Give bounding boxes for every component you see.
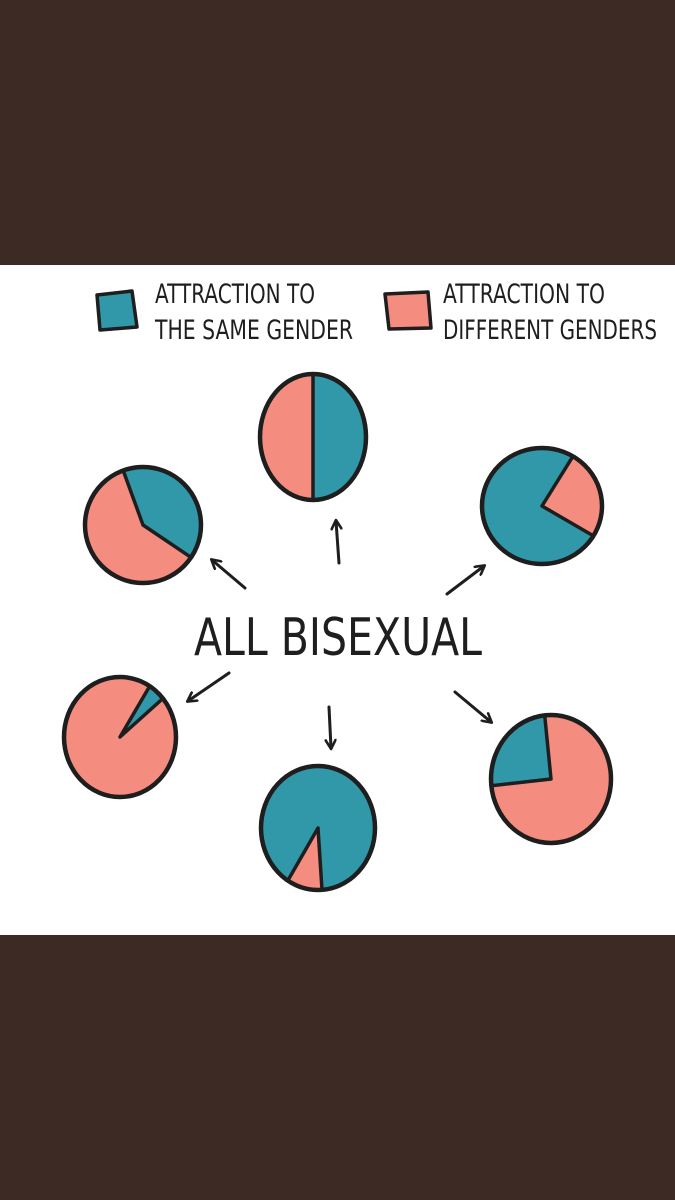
swatch-icon	[95, 289, 139, 332]
top-frame-band	[0, 0, 675, 265]
arrow-to-top-pie	[336, 521, 339, 565]
pie-top	[257, 371, 369, 503]
arrow-to-top-left-pie	[212, 560, 247, 590]
pie-top-left	[82, 464, 204, 586]
bottom-frame-band	[0, 935, 675, 1200]
arrows	[188, 521, 491, 748]
pie-outline	[258, 763, 378, 893]
legend-item-different-genders: ATTRACTION TO DIFFERENT GENDERS	[383, 279, 657, 346]
center-label: ALL BISEXUAL	[194, 608, 482, 668]
legend-same-line1: ATTRACTION TO	[155, 279, 315, 310]
pie-outline	[488, 712, 614, 846]
arrow-to-top-right-pie	[445, 566, 484, 596]
infographic-panel: ATTRACTION TO THE SAME GENDER ATTRACTION…	[0, 265, 675, 935]
arrow-to-bottom-right-pie	[453, 690, 491, 722]
pie-bottom	[258, 763, 378, 893]
pie-outline	[61, 674, 179, 800]
pie-outline	[479, 445, 605, 567]
pie-bottom-right	[488, 712, 614, 846]
legend-different-line1: ATTRACTION TO	[443, 279, 605, 310]
legend: ATTRACTION TO THE SAME GENDER ATTRACTION…	[95, 279, 657, 346]
legend-same-line2: THE SAME GENDER	[154, 315, 353, 346]
bisexual-spectrum-diagram: ATTRACTION TO THE SAME GENDER ATTRACTION…	[61, 279, 657, 893]
pie-slice-same-gender	[311, 372, 368, 502]
pie-bottom-left	[61, 674, 179, 800]
legend-different-line2: DIFFERENT GENDERS	[443, 315, 657, 346]
swatch-icon	[383, 290, 433, 331]
pie-top-right	[479, 445, 605, 567]
pie-charts	[61, 371, 614, 893]
arrow-to-bottom-left-pie	[188, 671, 231, 701]
pie-outline	[82, 464, 204, 586]
arrow-to-bottom-pie	[329, 705, 331, 748]
pie-outline	[257, 371, 369, 503]
legend-item-same-gender: ATTRACTION TO THE SAME GENDER	[95, 279, 353, 346]
